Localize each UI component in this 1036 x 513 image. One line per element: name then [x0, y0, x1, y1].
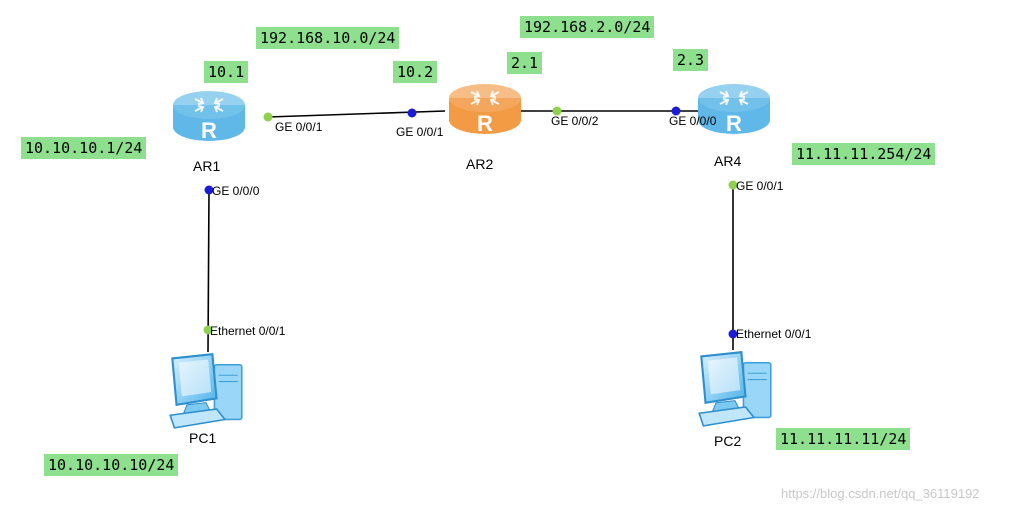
device-name-ar1: AR1: [193, 158, 221, 174]
ip-label-ar4-ge000: 2.3: [673, 49, 709, 71]
port-dot-ar2-ge002[interactable]: [552, 106, 562, 116]
ip-label-ar1-ge001: 10.1: [204, 61, 249, 83]
router-ar2-icon[interactable]: [448, 83, 522, 137]
ip-label-pc2: 11.11.11.11/24: [776, 428, 911, 450]
ip-label-ar1-ge000: 10.10.10.1/24: [21, 137, 147, 159]
port-dot-ar4-ge000[interactable]: [671, 106, 681, 116]
pc2-icon[interactable]: [698, 351, 772, 427]
link-ar1-ar2[interactable]: [267, 110, 446, 118]
ip-label-ar2-ge002: 2.1: [507, 52, 543, 74]
port-label-ar2-ge002: GE 0/0/2: [551, 114, 599, 128]
port-label-pc2-eth: Ethernet 0/0/1: [736, 327, 812, 341]
port-dot-ar2-ge001[interactable]: [407, 108, 417, 118]
ip-label-pc1: 10.10.10.10/24: [44, 454, 179, 476]
port-dot-ar1-ge001[interactable]: [263, 112, 273, 122]
port-dot-pc1-eth[interactable]: [203, 325, 213, 335]
port-label-pc1-eth: Ethernet 0/0/1: [210, 324, 286, 338]
port-label-ar4-ge000: GE 0/0/0: [669, 114, 717, 128]
device-name-pc1: PC1: [189, 430, 217, 446]
link-ar1-pc1[interactable]: [207, 189, 210, 353]
port-label-ar1-ge000: GE 0/0/0: [212, 184, 260, 198]
port-dot-pc2-eth[interactable]: [728, 329, 738, 339]
port-dot-ar1-ge000[interactable]: [204, 185, 214, 195]
device-name-pc2: PC2: [714, 433, 742, 449]
port-dot-ar4-ge001[interactable]: [728, 180, 738, 190]
watermark: https://blog.csdn.net/qq_36119192: [781, 486, 980, 501]
port-label-ar2-ge001: GE 0/0/1: [396, 125, 444, 139]
ip-label-ar2-ge001: 10.2: [393, 61, 438, 83]
pc1-icon[interactable]: [169, 353, 243, 429]
device-name-ar2: AR2: [466, 156, 494, 172]
network-label-ar1-ar2: 192.168.10.0/24: [256, 27, 400, 49]
device-name-ar4: AR4: [714, 153, 742, 169]
router-ar1-icon[interactable]: [172, 90, 246, 144]
router-ar4-icon[interactable]: [697, 83, 771, 137]
port-label-ar4-ge001: GE 0/0/1: [736, 179, 784, 193]
network-label-ar2-ar4: 192.168.2.0/24: [520, 16, 655, 38]
port-label-ar1-ge001: GE 0/0/1: [275, 120, 323, 134]
ip-label-ar4-ge001: 11.11.11.254/24: [792, 143, 936, 165]
